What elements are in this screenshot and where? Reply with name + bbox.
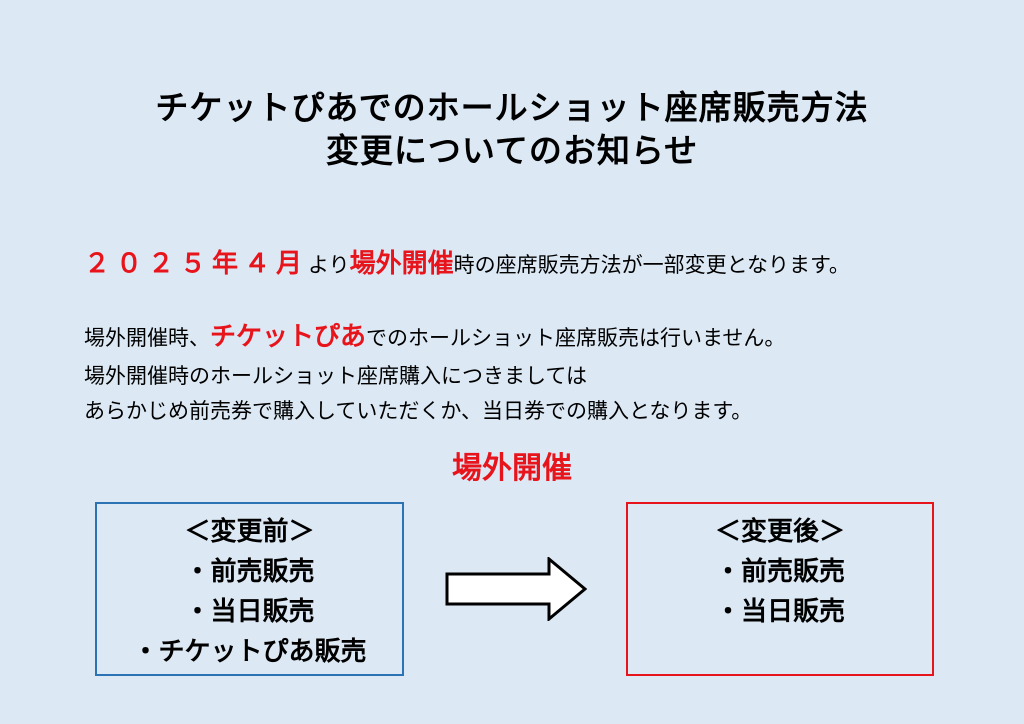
after-heading: ＜変更後＞ bbox=[714, 517, 845, 547]
notice-after-date: より bbox=[308, 253, 350, 277]
right-arrow-icon bbox=[445, 557, 587, 621]
notice-rest: 時の座席販売方法が一部変更となります。 bbox=[453, 253, 850, 277]
after-item: ・当日販売 bbox=[714, 597, 845, 627]
after-item: ・前売販売 bbox=[714, 557, 845, 587]
notice-venue: 場外開催 bbox=[349, 249, 454, 279]
before-change-box: ＜変更前＞ ・前売販売 ・当日販売 ・チケットぴあ販売 bbox=[95, 502, 404, 676]
venue-heading: 場外開催 bbox=[452, 451, 572, 486]
body-line-2-highlight: チケットぴあ bbox=[210, 322, 367, 352]
page-title-line-2: 変更についてのお知らせ bbox=[325, 131, 699, 170]
body-line-2-suffix: でのホールショット座席販売は行いません。 bbox=[366, 326, 786, 350]
body-line-4: あらかじめ前売券で購入していただくか、当日券での購入となります。 bbox=[84, 399, 753, 423]
before-item: ・当日販売 bbox=[184, 597, 315, 627]
body-line-2: 場外開催時、チケットぴあでのホールショット座席販売は行いません。 bbox=[84, 322, 785, 353]
after-change-box: ＜変更後＞ ・前売販売 ・当日販売 bbox=[626, 502, 934, 676]
change-notice: ２０２５年４月より場外開催時の座席販売方法が一部変更となります。 bbox=[84, 249, 850, 280]
before-heading: ＜変更前＞ bbox=[184, 517, 315, 547]
body-line-3: 場外開催時のホールショット座席購入につきましては bbox=[84, 364, 587, 388]
page-title-line-1: チケットぴあでのホールショット座席販売方法 bbox=[155, 88, 869, 127]
before-item: ・チケットぴあ販売 bbox=[132, 637, 367, 667]
body-line-2-prefix: 場外開催時、 bbox=[84, 326, 210, 350]
notice-date: ２０２５年４月 bbox=[84, 249, 309, 279]
before-item: ・前売販売 bbox=[184, 557, 315, 587]
